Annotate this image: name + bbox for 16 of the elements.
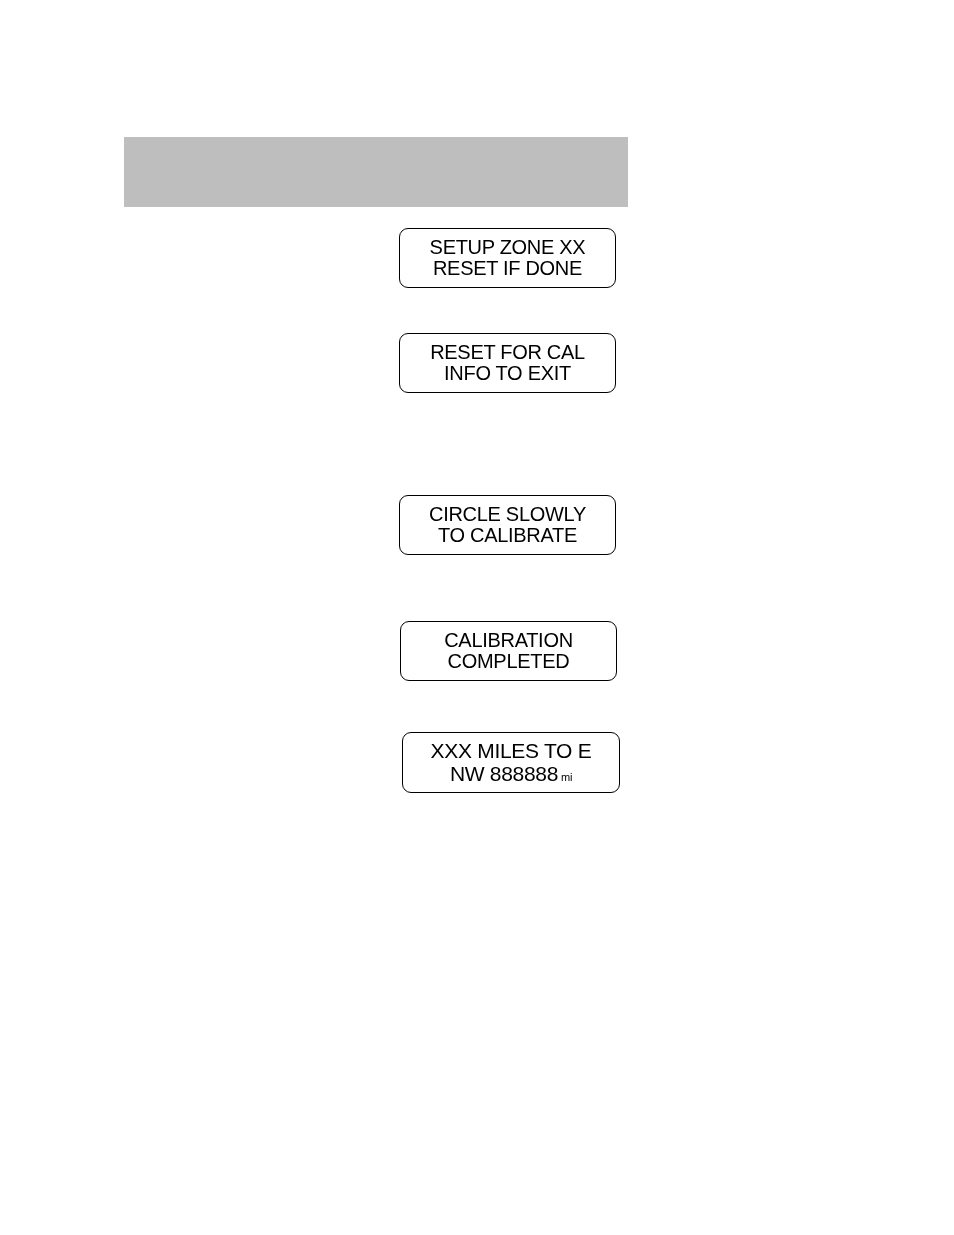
display-text: TO CALIBRATE <box>438 525 577 546</box>
display-text: INFO TO EXIT <box>444 363 571 384</box>
lcd-display <box>402 732 620 793</box>
display-text: RESET FOR CAL <box>430 342 585 363</box>
display-text: SETUP ZONE XX <box>429 237 586 258</box>
lcd-display <box>399 333 616 393</box>
display-text: CALIBRATION <box>444 630 573 651</box>
display-text: RESET IF DONE <box>432 258 583 279</box>
display-text: NW 888888 <box>449 762 559 785</box>
display-text: XXX MILES TO E <box>430 740 592 763</box>
display-text: CIRCLE SLOWLY <box>429 504 586 525</box>
unit-label: mi <box>561 771 573 784</box>
display-text: COMPLETED <box>447 651 570 672</box>
lcd-display <box>400 621 617 681</box>
lcd-display <box>399 495 616 555</box>
lcd-display <box>399 228 616 288</box>
